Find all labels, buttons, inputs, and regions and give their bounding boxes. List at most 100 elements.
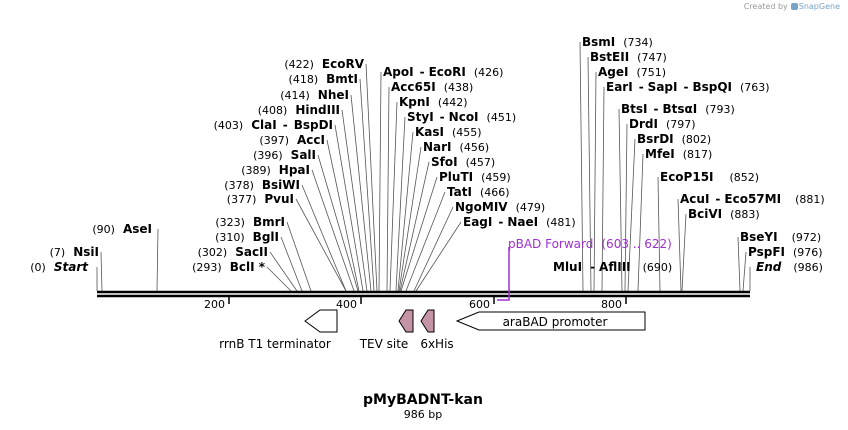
- credit-prefix: Created by: [743, 2, 788, 11]
- feature-tev-site-arrow: [398, 309, 414, 333]
- enzyme-label: KpnI(442): [399, 95, 468, 109]
- cut-site-line: [397, 131, 414, 292]
- feature-rrnb-t1-terminator-label: rrnB T1 terminator: [219, 337, 331, 351]
- cut-site-line: [657, 176, 661, 292]
- cut-site-line: [266, 266, 292, 292]
- enzyme-label: BseYI(972): [740, 230, 821, 244]
- enzyme-label: ApoI-EcoRI(426): [383, 65, 503, 79]
- left-enzyme-labels: (422)EcoRV (418)BmtI (414)NheI (408)Hind…: [30, 57, 364, 274]
- cut-site-line: [269, 251, 298, 292]
- enzyme-label: BsrDI(802): [637, 132, 711, 146]
- cut-site-line: [400, 176, 438, 292]
- enzyme-label: (408)HindIII: [258, 103, 340, 117]
- enzyme-label: EarI-SapI-BspQI(763): [606, 80, 770, 94]
- cut-site-line: [280, 236, 303, 292]
- cut-site-line: [365, 63, 378, 292]
- enzyme-label: BtsI-BtsαI(793): [621, 102, 735, 116]
- primer-pbad-forward-label: pBAD Forward(603 .. 622): [508, 237, 672, 251]
- cut-site-line: [398, 146, 422, 292]
- enzyme-label: AcuI-Eco57MI(881): [680, 192, 825, 206]
- cut-site-line: [156, 228, 159, 292]
- cut-site-line: [593, 71, 597, 292]
- enzyme-label: (414)NheI: [280, 88, 349, 102]
- cut-site-line: [317, 154, 359, 292]
- feature-rrnb-t1-terminator-arrow: [304, 309, 338, 333]
- cut-site-line: [399, 161, 430, 292]
- cut-site-line: [378, 71, 382, 292]
- cut-site-line: [742, 251, 747, 292]
- cut-site-line: [415, 221, 462, 292]
- credit-brand: SnapGene: [798, 2, 840, 11]
- cut-site-line: [395, 116, 406, 292]
- enzyme-label: (7)NsiI: [50, 245, 99, 259]
- enzyme-label: BsmI(734): [582, 35, 653, 49]
- cut-site-line: [579, 41, 584, 292]
- enzyme-label: NgoMIV(479): [455, 200, 545, 214]
- enzyme-label: EcoP15I(852): [660, 170, 759, 184]
- cut-site-line: [637, 153, 644, 292]
- snapgene-logo-icon: [790, 3, 798, 10]
- cut-site-line: [301, 184, 347, 292]
- enzyme-label: (323)BmrI: [215, 215, 285, 229]
- feature-tev-site-label: TEV site: [359, 337, 409, 351]
- enzyme-label: KasI(455): [415, 125, 482, 139]
- cut-site-line: [601, 86, 605, 292]
- enzyme-label: (293)BclI *: [192, 260, 266, 274]
- enzyme-label: PluTI(459): [439, 170, 511, 184]
- enzyme-label: End(986): [756, 260, 823, 274]
- cut-site-line: [627, 138, 636, 292]
- enzyme-label: SfoI(457): [431, 155, 495, 169]
- primer-pbad-forward-marker: [497, 247, 510, 301]
- enzyme-label: DrdI(797): [629, 117, 696, 131]
- tick-label-400: 400: [336, 298, 357, 311]
- feature-arabad-promoter-label: araBAD promoter: [503, 315, 608, 329]
- cut-site-line: [624, 123, 628, 292]
- enzyme-label: EagI-NaeI(481): [463, 215, 576, 229]
- cut-site-line: [587, 56, 592, 292]
- cut-site-line: [311, 169, 355, 292]
- enzyme-label: BstEII(747): [590, 50, 667, 64]
- cut-site-line: [618, 108, 623, 292]
- enzyme-label: NarI(456): [423, 140, 489, 154]
- snapgene-credit: Created by SnapGene: [744, 2, 840, 11]
- cut-site-line: [326, 139, 360, 292]
- enzyme-label: (396)SalI: [253, 148, 316, 162]
- cut-site-line: [405, 191, 446, 292]
- enzyme-label: Acc65I(438): [391, 80, 473, 94]
- cut-site-line: [413, 206, 454, 292]
- enzyme-label: (302)SacII: [198, 245, 268, 259]
- enzyme-label: (90)AseI: [92, 222, 152, 236]
- plasmid-name: pMyBADNT-kan: [363, 392, 483, 408]
- cut-site-line: [677, 198, 682, 292]
- tick-label-600: 600: [469, 298, 490, 311]
- enzyme-label: (0)Start: [30, 260, 89, 274]
- plasmid-length: 986 bp: [404, 408, 442, 421]
- middle-enzyme-labels: ApoI-EcoRI(426) Acc65I(438) KpnI(442) St…: [383, 65, 576, 229]
- enzyme-label: (310)BglI: [215, 230, 279, 244]
- enzyme-label: (377)PvuI: [227, 192, 294, 206]
- feature-6xhis-arrow: [420, 309, 435, 333]
- enzyme-label: (418)BmtI: [289, 72, 358, 86]
- enzyme-label: MfeI(817): [645, 147, 712, 161]
- enzyme-label: PspFI(976): [748, 245, 823, 259]
- enzyme-label: (389)HpaI: [241, 163, 310, 177]
- cut-site-line: [386, 86, 390, 292]
- cut-site-line: [334, 124, 364, 292]
- cut-site-line: [341, 109, 368, 292]
- cut-site-line: [359, 78, 375, 292]
- enzyme-label: (378)BsiWI: [224, 178, 300, 192]
- enzyme-label: (422)EcoRV: [284, 57, 364, 71]
- cut-site-line: [286, 221, 312, 292]
- enzyme-label: (403)ClaI-BspDI: [214, 118, 333, 132]
- cut-site-lines: [96, 41, 751, 292]
- cut-site-line: [681, 213, 687, 292]
- enzyme-label: TatI(466): [447, 185, 510, 199]
- enzyme-label: AgeI(751): [598, 65, 666, 79]
- tick-label-800: 800: [601, 298, 622, 311]
- cut-site-line: [295, 198, 347, 292]
- enzyme-label: StyI-NcoI(451): [407, 110, 516, 124]
- enzyme-label: BciVI(883): [688, 207, 760, 221]
- right-enzyme-labels: BsmI(734) BstEII(747) AgeI(751) EarI-Sap…: [553, 35, 825, 274]
- cut-site-line: [100, 251, 103, 292]
